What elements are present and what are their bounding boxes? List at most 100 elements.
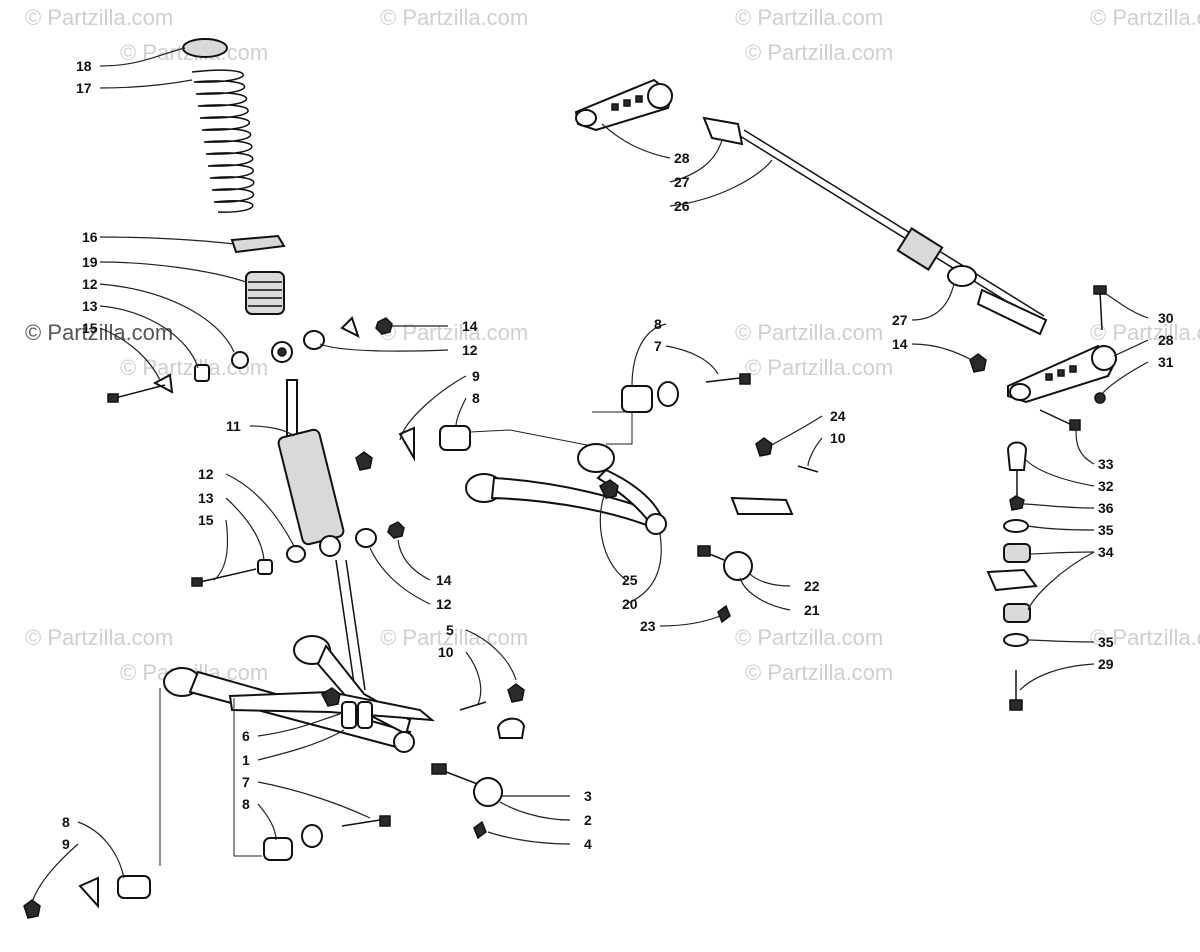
callout-12: 12 — [82, 276, 98, 292]
steering-linkage — [574, 78, 1118, 711]
bolt-part — [191, 577, 203, 587]
washer-part — [340, 316, 360, 338]
callout-12: 12 — [436, 596, 452, 612]
shock-bracket-part — [341, 701, 357, 729]
bushing-part — [621, 385, 653, 413]
callout-labels: 18 17 16 19 12 13 15 14 12 11 12 13 15 1… — [62, 58, 1174, 852]
watermark-layer: © Partzilla.com © Partzilla.com © Partzi… — [25, 5, 1200, 685]
callout-20: 20 — [622, 596, 638, 612]
callout-15: 15 — [198, 512, 214, 528]
callout-9: 9 — [62, 836, 70, 852]
callout-10: 10 — [438, 644, 454, 660]
washer-part — [1003, 519, 1029, 533]
watermark: © Partzilla.com — [25, 5, 173, 30]
callout-15: 15 — [82, 320, 98, 336]
watermark: © Partzilla.com — [745, 355, 893, 380]
leader-lines — [31, 47, 1149, 903]
cotter-pin-part — [797, 465, 819, 473]
callout-12: 12 — [462, 342, 478, 358]
bolt-part — [705, 377, 741, 383]
callout-23: 23 — [640, 618, 656, 634]
castle-nut-part — [507, 683, 525, 703]
nut-part — [23, 899, 41, 919]
callout-6: 6 — [242, 728, 250, 744]
arm-pivot-part — [577, 443, 615, 473]
castle-nut-part — [755, 437, 773, 457]
callout-13: 13 — [82, 298, 98, 314]
bushing-part — [117, 875, 151, 899]
callout-8: 8 — [472, 390, 480, 406]
bushing-part — [263, 837, 293, 861]
rod-end-part — [1006, 441, 1028, 471]
washer-part — [301, 824, 323, 848]
callout-4: 4 — [584, 836, 592, 852]
watermark: © Partzilla.com — [25, 625, 173, 650]
callout-14: 14 — [892, 336, 908, 352]
bushing-part — [286, 545, 306, 563]
sleeve-part — [194, 364, 210, 382]
shock-lower-eye-part — [319, 535, 341, 557]
callout-10: 10 — [830, 430, 846, 446]
bump-stop-part — [245, 271, 285, 315]
callout-34: 34 — [1098, 544, 1114, 560]
coil-spring-part — [191, 69, 255, 213]
callout-21: 21 — [804, 602, 820, 618]
upper-a-arm-assembly — [355, 373, 819, 624]
watermark: © Partzilla.com — [380, 5, 528, 30]
ball-joint-stud-part — [697, 545, 711, 557]
callout-36: 36 — [1098, 500, 1114, 516]
watermark: © Partzilla.com — [745, 40, 893, 65]
shock-assembly — [107, 38, 405, 691]
callout-30: 30 — [1158, 310, 1174, 326]
tie-rod-end-part — [702, 116, 744, 146]
bolt-part — [341, 819, 381, 827]
watermark: © Partzilla.com — [380, 625, 528, 650]
callout-1: 1 — [242, 752, 250, 768]
tie-rod-part — [739, 135, 1041, 323]
callout-19: 19 — [82, 254, 98, 270]
nut-part — [321, 687, 341, 707]
callout-27: 27 — [674, 174, 690, 190]
callout-33: 33 — [1098, 456, 1114, 472]
callout-29: 29 — [1098, 656, 1114, 672]
spring-seat-part — [230, 234, 286, 254]
callout-11: 11 — [226, 418, 241, 434]
dust-boot-part — [730, 496, 794, 515]
bushing-part — [231, 351, 249, 369]
ball-joint-stud-part — [431, 763, 447, 775]
callout-12: 12 — [198, 466, 214, 482]
watermark: © Partzilla.com — [25, 320, 173, 345]
callout-31: 31 — [1158, 354, 1174, 370]
washer-part — [398, 426, 415, 462]
callout-5: 5 — [446, 622, 454, 638]
washer-part — [78, 876, 99, 909]
cotter-pin-part — [459, 701, 487, 711]
callout-35: 35 — [1098, 634, 1114, 650]
watermark: © Partzilla.com — [735, 625, 883, 650]
callout-7: 7 — [242, 774, 250, 790]
grease-fitting-part — [473, 820, 487, 840]
callout-35: 35 — [1098, 522, 1114, 538]
callout-17: 17 — [76, 80, 92, 96]
bolt-part — [1039, 409, 1075, 427]
nut-part — [599, 479, 619, 499]
callout-8: 8 — [654, 316, 662, 332]
nut-part — [355, 451, 373, 471]
watermark: © Partzilla.com — [1090, 5, 1200, 30]
callout-9: 9 — [472, 368, 480, 384]
callout-27: 27 — [892, 312, 908, 328]
spacer-part — [1003, 603, 1031, 623]
dust-boot-part — [496, 717, 526, 739]
nut-part — [1009, 495, 1025, 511]
callout-28: 28 — [674, 150, 690, 166]
bolt-part — [1099, 291, 1103, 331]
sleeve-part — [257, 559, 273, 575]
watermark: © Partzilla.com — [735, 320, 883, 345]
callout-28: 28 — [1158, 332, 1174, 348]
bushing-part — [303, 330, 325, 350]
bolt-part — [107, 393, 119, 403]
washer-part — [152, 373, 174, 394]
callout-13: 13 — [198, 490, 214, 506]
grease-fitting-part — [717, 604, 731, 624]
callout-25: 25 — [622, 572, 638, 588]
